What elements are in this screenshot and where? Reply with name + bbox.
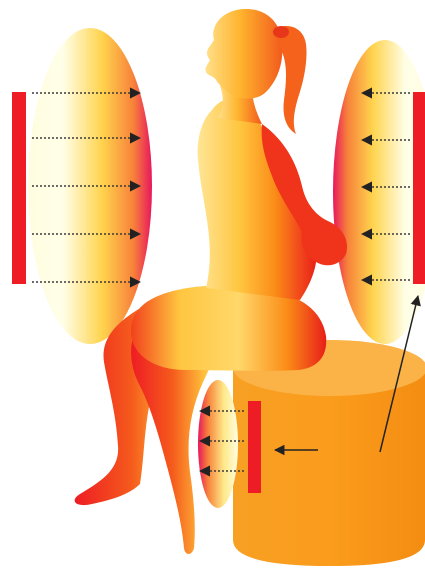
lower-heat-glow [198,380,238,508]
right-heater-bar [413,92,425,284]
lower-heater-bar [248,401,261,493]
stool [233,340,425,566]
right-heater-group [333,40,425,344]
right-heat-glow [333,40,425,344]
hair-tie [273,26,289,38]
stool-side [233,368,425,566]
head [205,9,282,99]
left-heater-bar [12,92,26,284]
ponytail [276,26,307,134]
left-heater-group [12,28,152,344]
